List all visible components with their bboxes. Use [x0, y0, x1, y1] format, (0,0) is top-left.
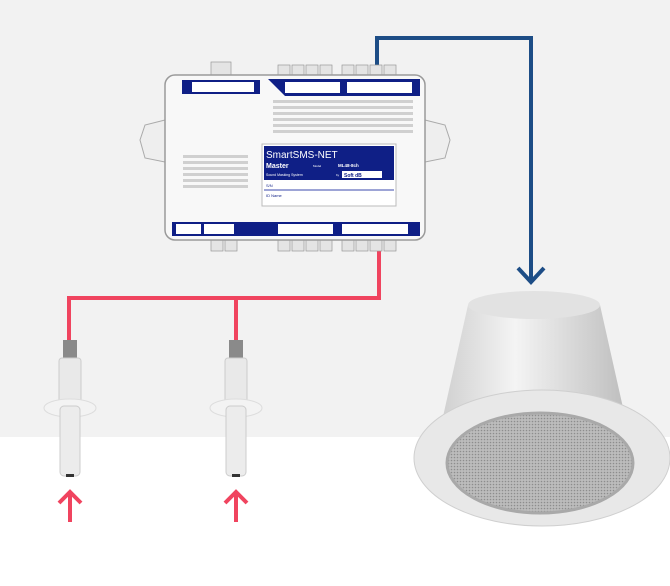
device-variant: Master: [266, 163, 289, 170]
id-label: ID Name: [266, 193, 283, 198]
by-label: by: [336, 173, 340, 177]
device-subtitle: Sound Masking System: [266, 173, 303, 177]
microphone-sensor: [209, 340, 263, 477]
arrow-down-icon: [516, 266, 546, 285]
input-wire: [57, 248, 381, 522]
model-label: Model: [313, 164, 322, 168]
arrow-up-icon: [57, 489, 83, 505]
microphone-sensor: [43, 340, 97, 477]
controller-device: SmartSMS-NET Master Model ML48-8ch Sound…: [139, 61, 451, 252]
ceiling-speaker: [413, 291, 670, 527]
brand-logo: Soft dB: [344, 173, 362, 179]
device-model: ML48-8ch: [338, 163, 359, 168]
output-wire: [375, 36, 546, 285]
serial-label: S/N: [266, 183, 273, 188]
arrow-up-icon: [223, 489, 249, 505]
device-name: SmartSMS-NET: [266, 150, 338, 161]
